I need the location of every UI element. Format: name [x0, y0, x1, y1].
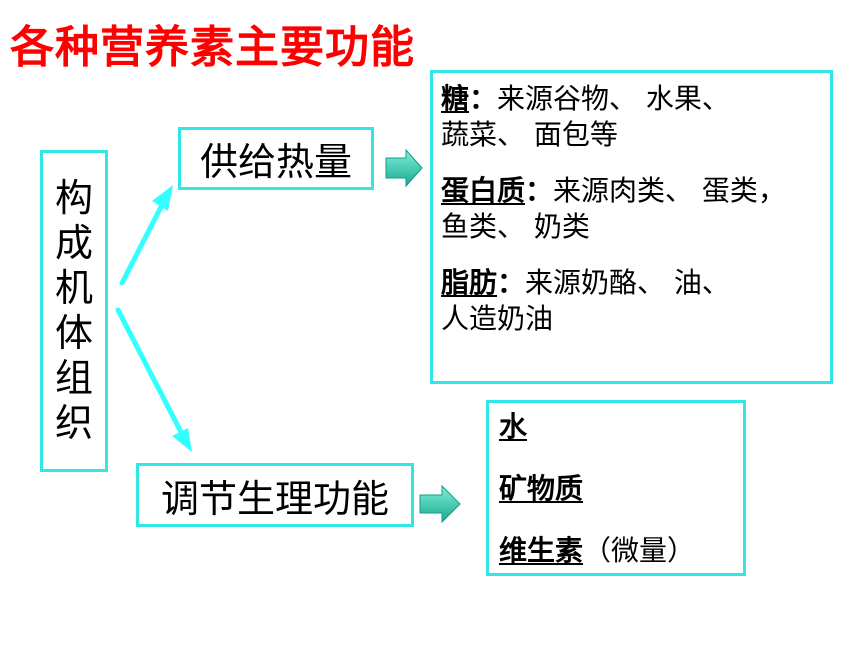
- energy-supply-label: 供给热量: [199, 140, 352, 184]
- nutrient-term: 蛋白质: [441, 174, 526, 207]
- term-separator: ：: [525, 174, 554, 207]
- source-text: 来源肉类、 蛋类，: [553, 174, 786, 207]
- nutrient-term: 糖: [441, 82, 470, 115]
- mineral-item: 水: [499, 409, 743, 445]
- vertical-char: 成: [54, 221, 93, 265]
- vertical-char: 组: [54, 356, 93, 400]
- vertical-char: 织: [54, 401, 93, 445]
- nutrient-paragraph-protein: 蛋白质：来源肉类、 蛋类， 鱼类、 奶类: [441, 173, 830, 245]
- page-title: 各种营养素主要功能: [10, 22, 415, 73]
- term-separator: ：: [469, 82, 498, 115]
- mineral-item: 维生素（微量）: [499, 533, 743, 569]
- nutrient-paragraph-sugar: 糖：来源谷物、 水果、 蔬菜、 面包等: [441, 81, 830, 153]
- source-text: 来源谷物、 水果、: [497, 82, 730, 115]
- mineral-note: （微量）: [583, 534, 696, 567]
- block-arrow-right-icon: [419, 484, 461, 524]
- nutrient-term: 脂肪: [441, 266, 498, 299]
- paragraph-line: 蛋白质：来源肉类、 蛋类，: [441, 173, 830, 209]
- mineral-term: 矿物质: [499, 472, 584, 505]
- physiology-regulation-label: 调节生理功能: [160, 476, 389, 521]
- source-text: 来源奶酪、 油、: [525, 266, 730, 299]
- block-arrow-right-icon: [385, 148, 423, 188]
- arrow-down-right-icon: [115, 307, 192, 452]
- vertical-char: 体: [54, 311, 93, 355]
- body-tissue-box: 构 成 机 体 组 织: [40, 150, 108, 472]
- arrow-up-right-icon: [119, 185, 173, 286]
- nutrient-paragraph-fat: 脂肪：来源奶酪、 油、 人造奶油: [441, 265, 830, 337]
- source-text: 人造奶油: [441, 302, 554, 335]
- paragraph-line: 糖：来源谷物、 水果、: [441, 81, 830, 117]
- physiology-regulation-box: 调节生理功能: [136, 463, 414, 527]
- mineral-item: 矿物质: [499, 471, 743, 507]
- source-text: 鱼类、 奶类: [441, 210, 590, 243]
- mineral-term: 维生素: [499, 534, 584, 567]
- mineral-term: 水: [499, 410, 528, 443]
- term-separator: ：: [497, 266, 526, 299]
- nutrient-sources-box: 糖：来源谷物、 水果、 蔬菜、 面包等 蛋白质：来源肉类、 蛋类， 鱼类、 奶类…: [430, 70, 833, 384]
- minerals-box: 水 矿物质 维生素（微量）: [486, 400, 746, 576]
- energy-supply-box: 供给热量: [178, 127, 374, 190]
- source-text: 蔬菜、 面包等: [441, 118, 618, 151]
- vertical-char: 构: [54, 176, 93, 220]
- vertical-char: 机: [54, 266, 93, 310]
- paragraph-line: 脂肪：来源奶酪、 油、: [441, 265, 830, 301]
